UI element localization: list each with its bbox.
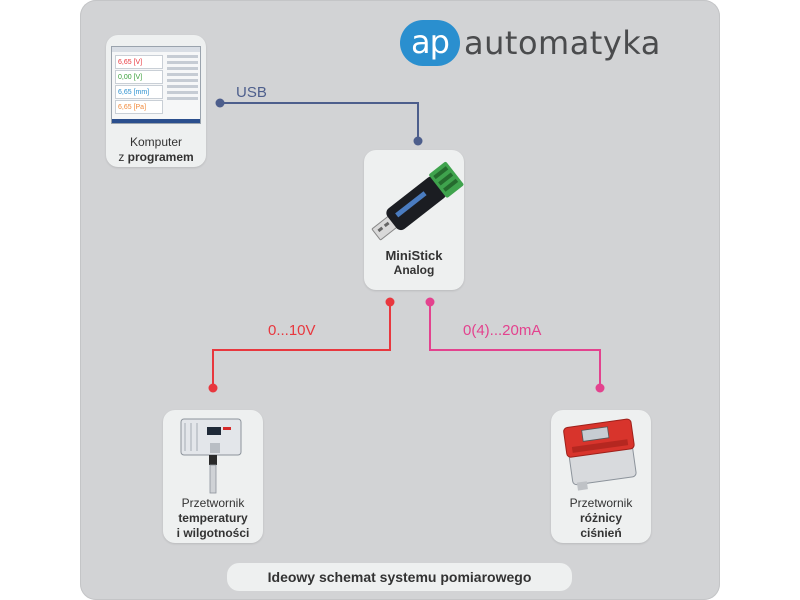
screen-value-4: 6,65 [Pa] — [115, 100, 163, 114]
temp-label-line3: i wilgotności — [176, 526, 250, 540]
ministick-label: MiniStick Analog — [364, 248, 464, 278]
voltage-wire — [212, 302, 391, 388]
voltage-wire-end-temp — [208, 383, 218, 393]
pressure-transmitter-card: Przetwornik różnicy ciśnień — [551, 410, 651, 543]
settings-panel — [167, 55, 198, 115]
usb-stick-icon — [371, 161, 464, 241]
temp-transmitter-card: Przetwornik temperatury i wilgotności — [163, 410, 263, 543]
computer-label-prefix: z — [118, 150, 128, 164]
ministick-label-line1: MiniStick — [385, 248, 443, 263]
diagram-caption: Ideowy schemat systemu pomiarowego — [227, 563, 572, 591]
screen-value-1: 6,65 [V] — [115, 55, 163, 69]
screen-value-2: 0,00 [V] — [115, 70, 163, 84]
current-wire-end-ministick — [425, 297, 435, 307]
computer-label: Komputer z programem — [106, 135, 206, 165]
computer-label-bold: programem — [127, 150, 194, 164]
computer-label-line1: Komputer — [129, 135, 183, 149]
temp-label-line2: temperatury — [178, 511, 248, 525]
window-titlebar — [112, 47, 200, 52]
pressure-label-line2: różnicy — [579, 511, 622, 525]
ap-automatyka-logo: ap automatyka — [400, 19, 661, 67]
temp-sensor-icon — [180, 418, 242, 494]
pressure-label-line1: Przetwornik — [569, 496, 633, 510]
ministick-card: MiniStick Analog — [364, 150, 464, 290]
current-label: 0(4)...20mA — [463, 322, 542, 339]
usb-label: USB — [236, 84, 267, 101]
logo-badge: ap — [400, 20, 460, 66]
logo-wordmark: automatyka — [464, 24, 661, 62]
usb-wire-end-computer — [215, 98, 225, 108]
computer-label-line2: z programem — [106, 150, 206, 165]
taskbar — [112, 119, 200, 123]
voltage-wire-end-ministick — [385, 297, 395, 307]
ministick-label-line2: Analog — [393, 263, 435, 277]
temp-transmitter-label: Przetwornik temperatury i wilgotności — [163, 496, 263, 541]
pressure-label-line3: ciśnień — [580, 526, 622, 540]
usb-wire — [220, 102, 419, 141]
temp-label-line1: Przetwornik — [181, 496, 245, 510]
pressure-sensor-icon — [563, 418, 637, 491]
current-wire — [429, 302, 601, 388]
pressure-transmitter-label: Przetwornik różnicy ciśnień — [551, 496, 651, 541]
screen-value-3: 6,65 [mm] — [115, 85, 163, 99]
software-screenshot: 6,65 [V] 0,00 [V] 6,65 [mm] 6,65 [Pa] — [111, 46, 201, 124]
current-wire-end-pressure — [595, 383, 605, 393]
usb-wire-end-ministick — [413, 136, 423, 146]
voltage-label: 0...10V — [268, 322, 316, 339]
